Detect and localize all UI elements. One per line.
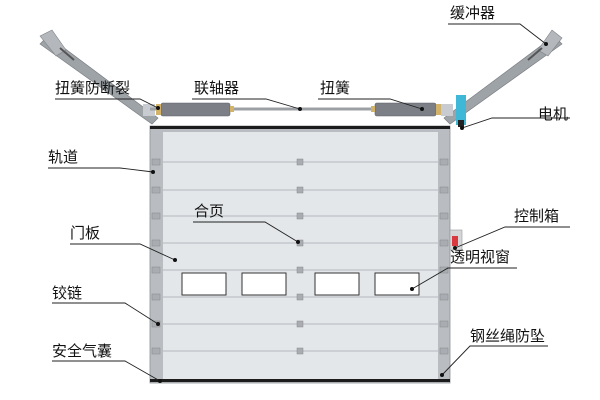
hinge	[151, 186, 161, 194]
hinge	[439, 186, 449, 194]
hinge	[439, 347, 449, 355]
window-3	[314, 272, 360, 296]
window-1	[181, 272, 227, 296]
leader-lines	[48, 23, 570, 382]
window-2	[241, 272, 287, 296]
label-control-box: 控制箱	[514, 207, 560, 225]
label-hinge-side: 铰链	[52, 284, 83, 302]
label-torsion-spring-break-guard: 扭簧防断裂	[55, 79, 131, 97]
hinge	[151, 158, 161, 166]
spring-left	[160, 102, 231, 117]
hinge	[151, 239, 161, 247]
hinge	[296, 158, 304, 166]
leader-dots	[151, 42, 548, 383]
label-safety-airbag: 安全气囊	[52, 342, 113, 360]
hinge	[296, 347, 304, 355]
hinge	[439, 320, 449, 328]
label-torsion-spring: 扭簧	[320, 79, 351, 97]
brackets	[143, 104, 155, 116]
label-door-panel: 门板	[70, 224, 101, 242]
hinge	[151, 293, 161, 301]
hinge	[296, 266, 304, 274]
hinge	[151, 212, 161, 220]
hinge	[296, 293, 304, 301]
hinge	[439, 158, 449, 166]
hinge	[151, 266, 161, 274]
label-track: 轨道	[48, 148, 79, 166]
hinge	[439, 212, 449, 220]
label-motor: 电机	[538, 105, 569, 123]
spring-right	[374, 102, 437, 117]
hinge	[296, 186, 304, 194]
hinge	[439, 293, 449, 301]
hinge	[439, 239, 449, 247]
motor	[456, 95, 466, 125]
hinge	[151, 347, 161, 355]
control-box	[449, 229, 463, 251]
left-rail	[39, 29, 159, 125]
hinge	[296, 212, 304, 220]
hinge	[296, 320, 304, 328]
windows	[181, 272, 420, 296]
right-rail	[443, 29, 563, 125]
label-cable-fall-protection: 钢丝绳防坠	[470, 327, 546, 345]
door-panel	[163, 132, 438, 379]
label-coupling: 联轴器	[194, 79, 240, 97]
window-4	[374, 272, 420, 296]
label-buffer: 缓冲器	[450, 4, 496, 22]
label-hinge-center: 合页	[194, 202, 225, 220]
label-window: 透明视窗	[450, 248, 511, 266]
